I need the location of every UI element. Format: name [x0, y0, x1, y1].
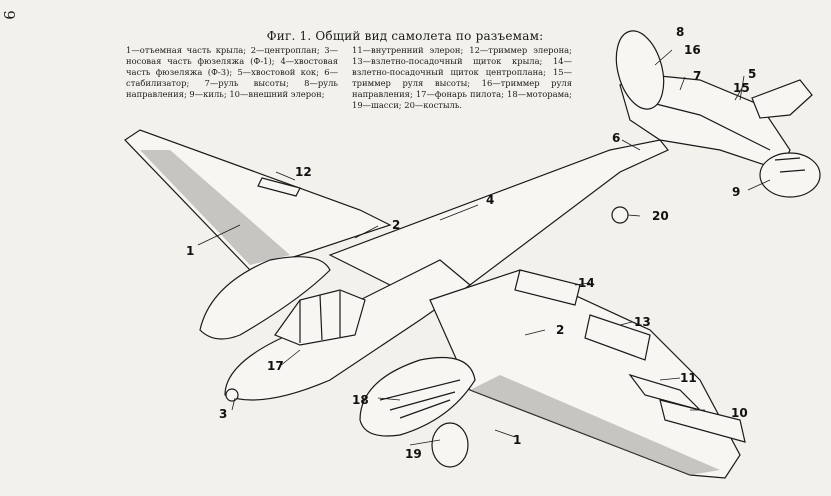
figure-legend-left: 1—отъемная часть крыла; 2—центроплан; 3—… [126, 45, 338, 100]
elevator-hinge-line [639, 99, 771, 151]
nose-cap [225, 388, 239, 402]
callout-8: 8 [676, 25, 684, 39]
outer-aileron [659, 399, 746, 443]
callout-12: 12 [295, 165, 312, 179]
fin-upper [615, 30, 665, 110]
center-flap [514, 269, 581, 306]
callout-11: 11 [680, 371, 697, 385]
tail-cone [751, 79, 813, 119]
fin-lower [759, 152, 821, 198]
wing-right-shading [470, 375, 720, 475]
callout-6: 6 [612, 131, 620, 145]
tail-wheel [611, 206, 629, 224]
leader-lines [197, 49, 771, 446]
figure-title: Фиг. 1. Общий вид самолета по разъемам: [266, 29, 544, 43]
engine-nacelle-right [359, 356, 476, 437]
callout-17: 17 [267, 359, 284, 373]
engine-nacelle-left [199, 256, 331, 340]
callout-5: 5 [748, 67, 756, 81]
figure-legend-right: 11—внутренний элерон; 12—триммер элерона… [352, 45, 572, 111]
callout-20: 20 [652, 209, 669, 223]
landing-gear-wheel [431, 422, 469, 468]
legend-right-text: 11—внутренний элерон; 12—триммер элерона… [352, 45, 572, 110]
callout-16: 16 [684, 43, 701, 57]
callout-3: 3 [219, 407, 227, 421]
wing-flap [584, 314, 651, 361]
callout-15: 15 [733, 81, 750, 95]
callout-10: 10 [731, 406, 748, 420]
callout-13: 13 [634, 315, 651, 329]
callout-2a: 2 [392, 218, 400, 232]
callout-14: 14 [578, 276, 595, 290]
callout-1a: 1 [186, 244, 194, 258]
motor-mount-struts [379, 379, 461, 419]
legend-left-text: 1—отъемная часть крыла; 2—центроплан; 3—… [126, 45, 338, 99]
callout-18: 18 [352, 393, 369, 407]
fin-lower-lines [774, 157, 806, 173]
wing-left-shading [140, 150, 290, 265]
callout-1b: 1 [513, 433, 521, 447]
callout-19: 19 [405, 447, 422, 461]
canopy-frames [299, 291, 341, 343]
callout-2b: 2 [556, 323, 564, 337]
aileron-trim-tab [257, 177, 301, 197]
callout-9: 9 [732, 185, 740, 199]
callout-4: 4 [486, 193, 494, 207]
callout-7: 7 [693, 69, 701, 83]
